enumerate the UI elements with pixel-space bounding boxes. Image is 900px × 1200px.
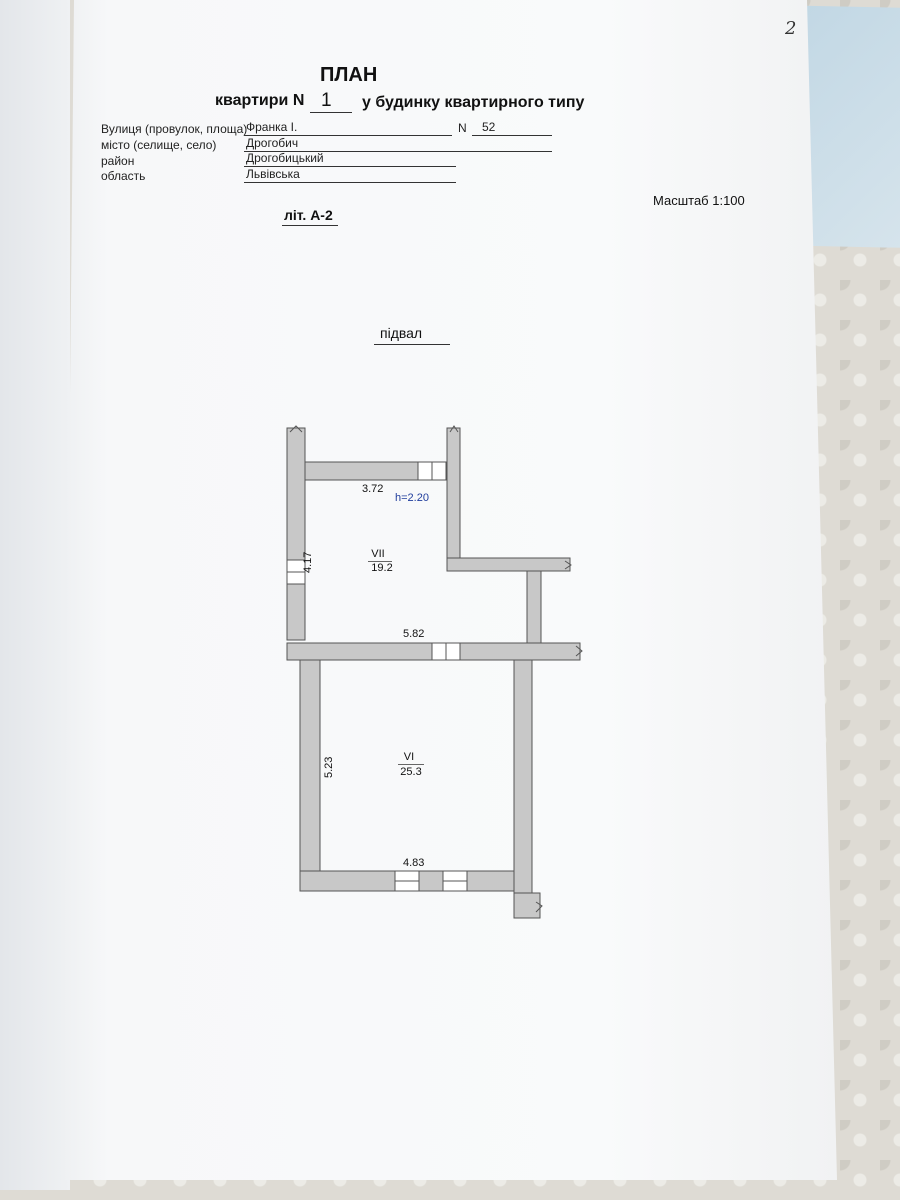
scale-label: Масштаб 1:100 (653, 193, 745, 208)
street-value: Франка І. (246, 120, 298, 134)
apartment-number-underline (310, 112, 352, 113)
wall-corner-room-6 (513, 892, 541, 919)
dimension-room-7-side: 4.17 (302, 551, 314, 573)
plan-sheet (62, 0, 837, 1180)
number-underline (472, 135, 552, 136)
room-6-number: VI (403, 751, 415, 763)
dimension-top-width: 3.72 (362, 483, 384, 495)
wall-left-room-6 (299, 659, 321, 892)
district-label: район (101, 154, 135, 168)
dimension-room-6-side: 5.23 (323, 756, 335, 778)
wall-step-room-7 (446, 557, 571, 572)
room-7-number: VII (371, 548, 385, 560)
apartment-prefix: квартири N (215, 92, 305, 109)
street-underline (244, 135, 452, 136)
room-7-area: 19.2 (371, 562, 393, 574)
room-6-area: 25.3 (400, 766, 422, 778)
room-height: h=2.20 (395, 492, 429, 504)
region-value: Львівська (246, 167, 300, 181)
wall-right-room-7-lower (526, 570, 542, 644)
city-value: Дрогобич (246, 136, 299, 150)
litera-underline (282, 225, 338, 226)
city-underline (244, 151, 552, 152)
paper-left-edge (0, 0, 70, 1190)
litera-label: літ. А-2 (284, 207, 333, 223)
floor-label: підвал (380, 325, 423, 341)
plan-title: ПЛАН (320, 64, 378, 86)
break-mark (289, 425, 303, 433)
district-underline (244, 166, 456, 167)
street-label: Вулиця (провулок, площа) (101, 122, 248, 136)
break-mark (564, 560, 572, 570)
break-mark (449, 425, 459, 433)
apartment-number: 1 (321, 90, 332, 111)
district-value: Дрогобицький (246, 151, 324, 165)
wall-right-room-7-upper (446, 427, 461, 559)
break-mark (575, 645, 583, 657)
break-mark (535, 901, 543, 913)
region-underline (244, 182, 456, 183)
number-label: N (458, 121, 467, 135)
wall-right-room-6 (513, 659, 533, 919)
dimension-middle-width: 5.82 (403, 628, 425, 640)
floor-underline (374, 344, 450, 345)
dimension-bottom-width: 4.83 (403, 857, 425, 869)
number-value: 52 (482, 120, 496, 134)
house-type: у будинку квартирного типу (362, 94, 585, 111)
wall-left-room-7 (286, 427, 306, 641)
room-7-fraction-line (368, 561, 392, 562)
room-6-fraction-line (398, 764, 424, 765)
page-number: 2 (785, 18, 797, 39)
region-label: область (101, 169, 146, 183)
city-label: місто (селище, село) (101, 138, 217, 152)
